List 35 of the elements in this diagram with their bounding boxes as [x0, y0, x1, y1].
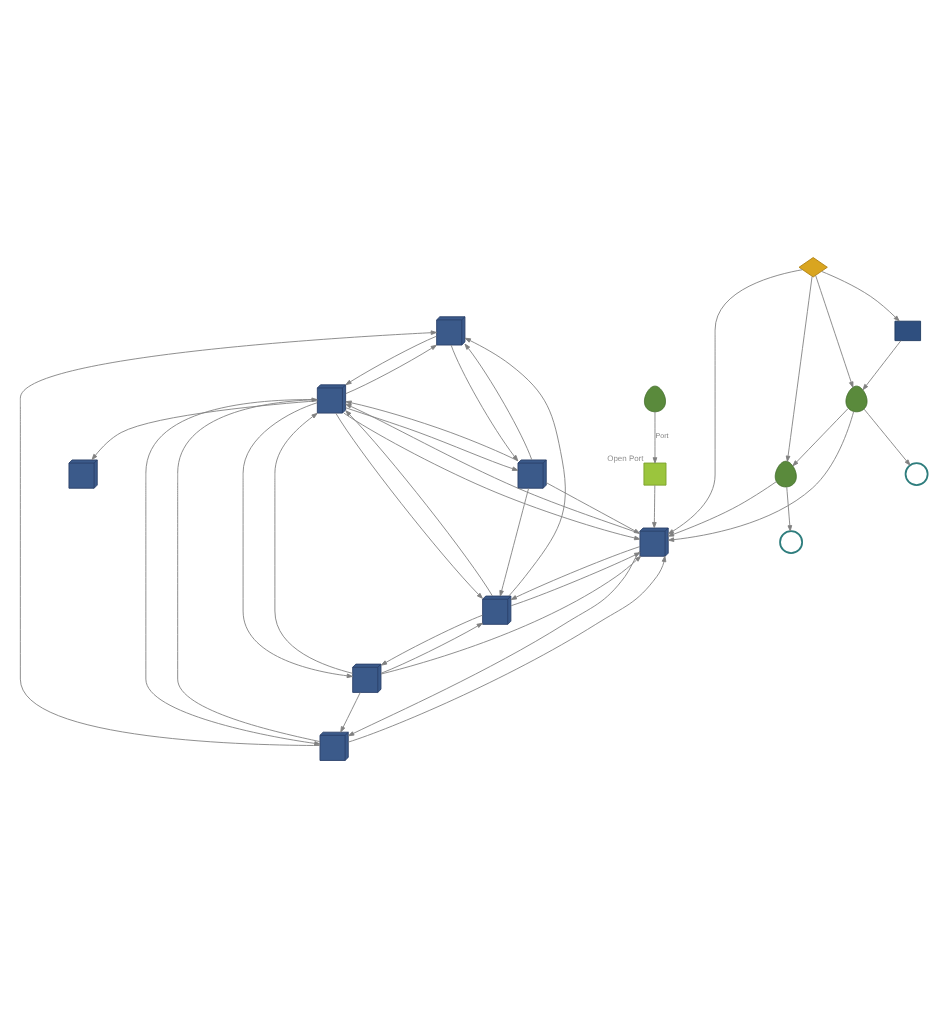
arrow	[340, 691, 361, 732]
arrow	[345, 399, 519, 461]
arrow	[667, 268, 803, 534]
arrow	[345, 343, 437, 394]
arrow	[668, 410, 855, 541]
node-workstation	[894, 319, 922, 341]
arrow	[464, 342, 533, 460]
arrow	[792, 407, 849, 466]
arrow	[785, 275, 813, 461]
arrow	[667, 480, 777, 536]
node-at-sign	[779, 529, 804, 554]
arrow	[91, 399, 318, 460]
node-mortarboard	[798, 256, 828, 277]
arrow	[274, 411, 353, 673]
arrow	[450, 343, 519, 461]
arrow	[786, 485, 793, 531]
arrow	[345, 406, 519, 470]
arrow	[380, 621, 483, 673]
arrow	[862, 339, 902, 390]
node-person	[644, 384, 666, 412]
arrow	[19, 329, 437, 745]
arrow	[863, 407, 911, 465]
arrow	[652, 410, 658, 463]
arrow	[821, 270, 900, 321]
node-at-sign	[904, 461, 929, 486]
arrow	[499, 486, 530, 596]
arrow	[545, 481, 640, 533]
arrow	[652, 483, 657, 528]
arrow	[380, 554, 642, 674]
arrow	[345, 334, 437, 385]
arrow	[464, 336, 566, 596]
arrow	[815, 274, 854, 387]
arrow	[380, 613, 483, 665]
arrow	[242, 401, 353, 678]
node-socket	[643, 461, 667, 485]
